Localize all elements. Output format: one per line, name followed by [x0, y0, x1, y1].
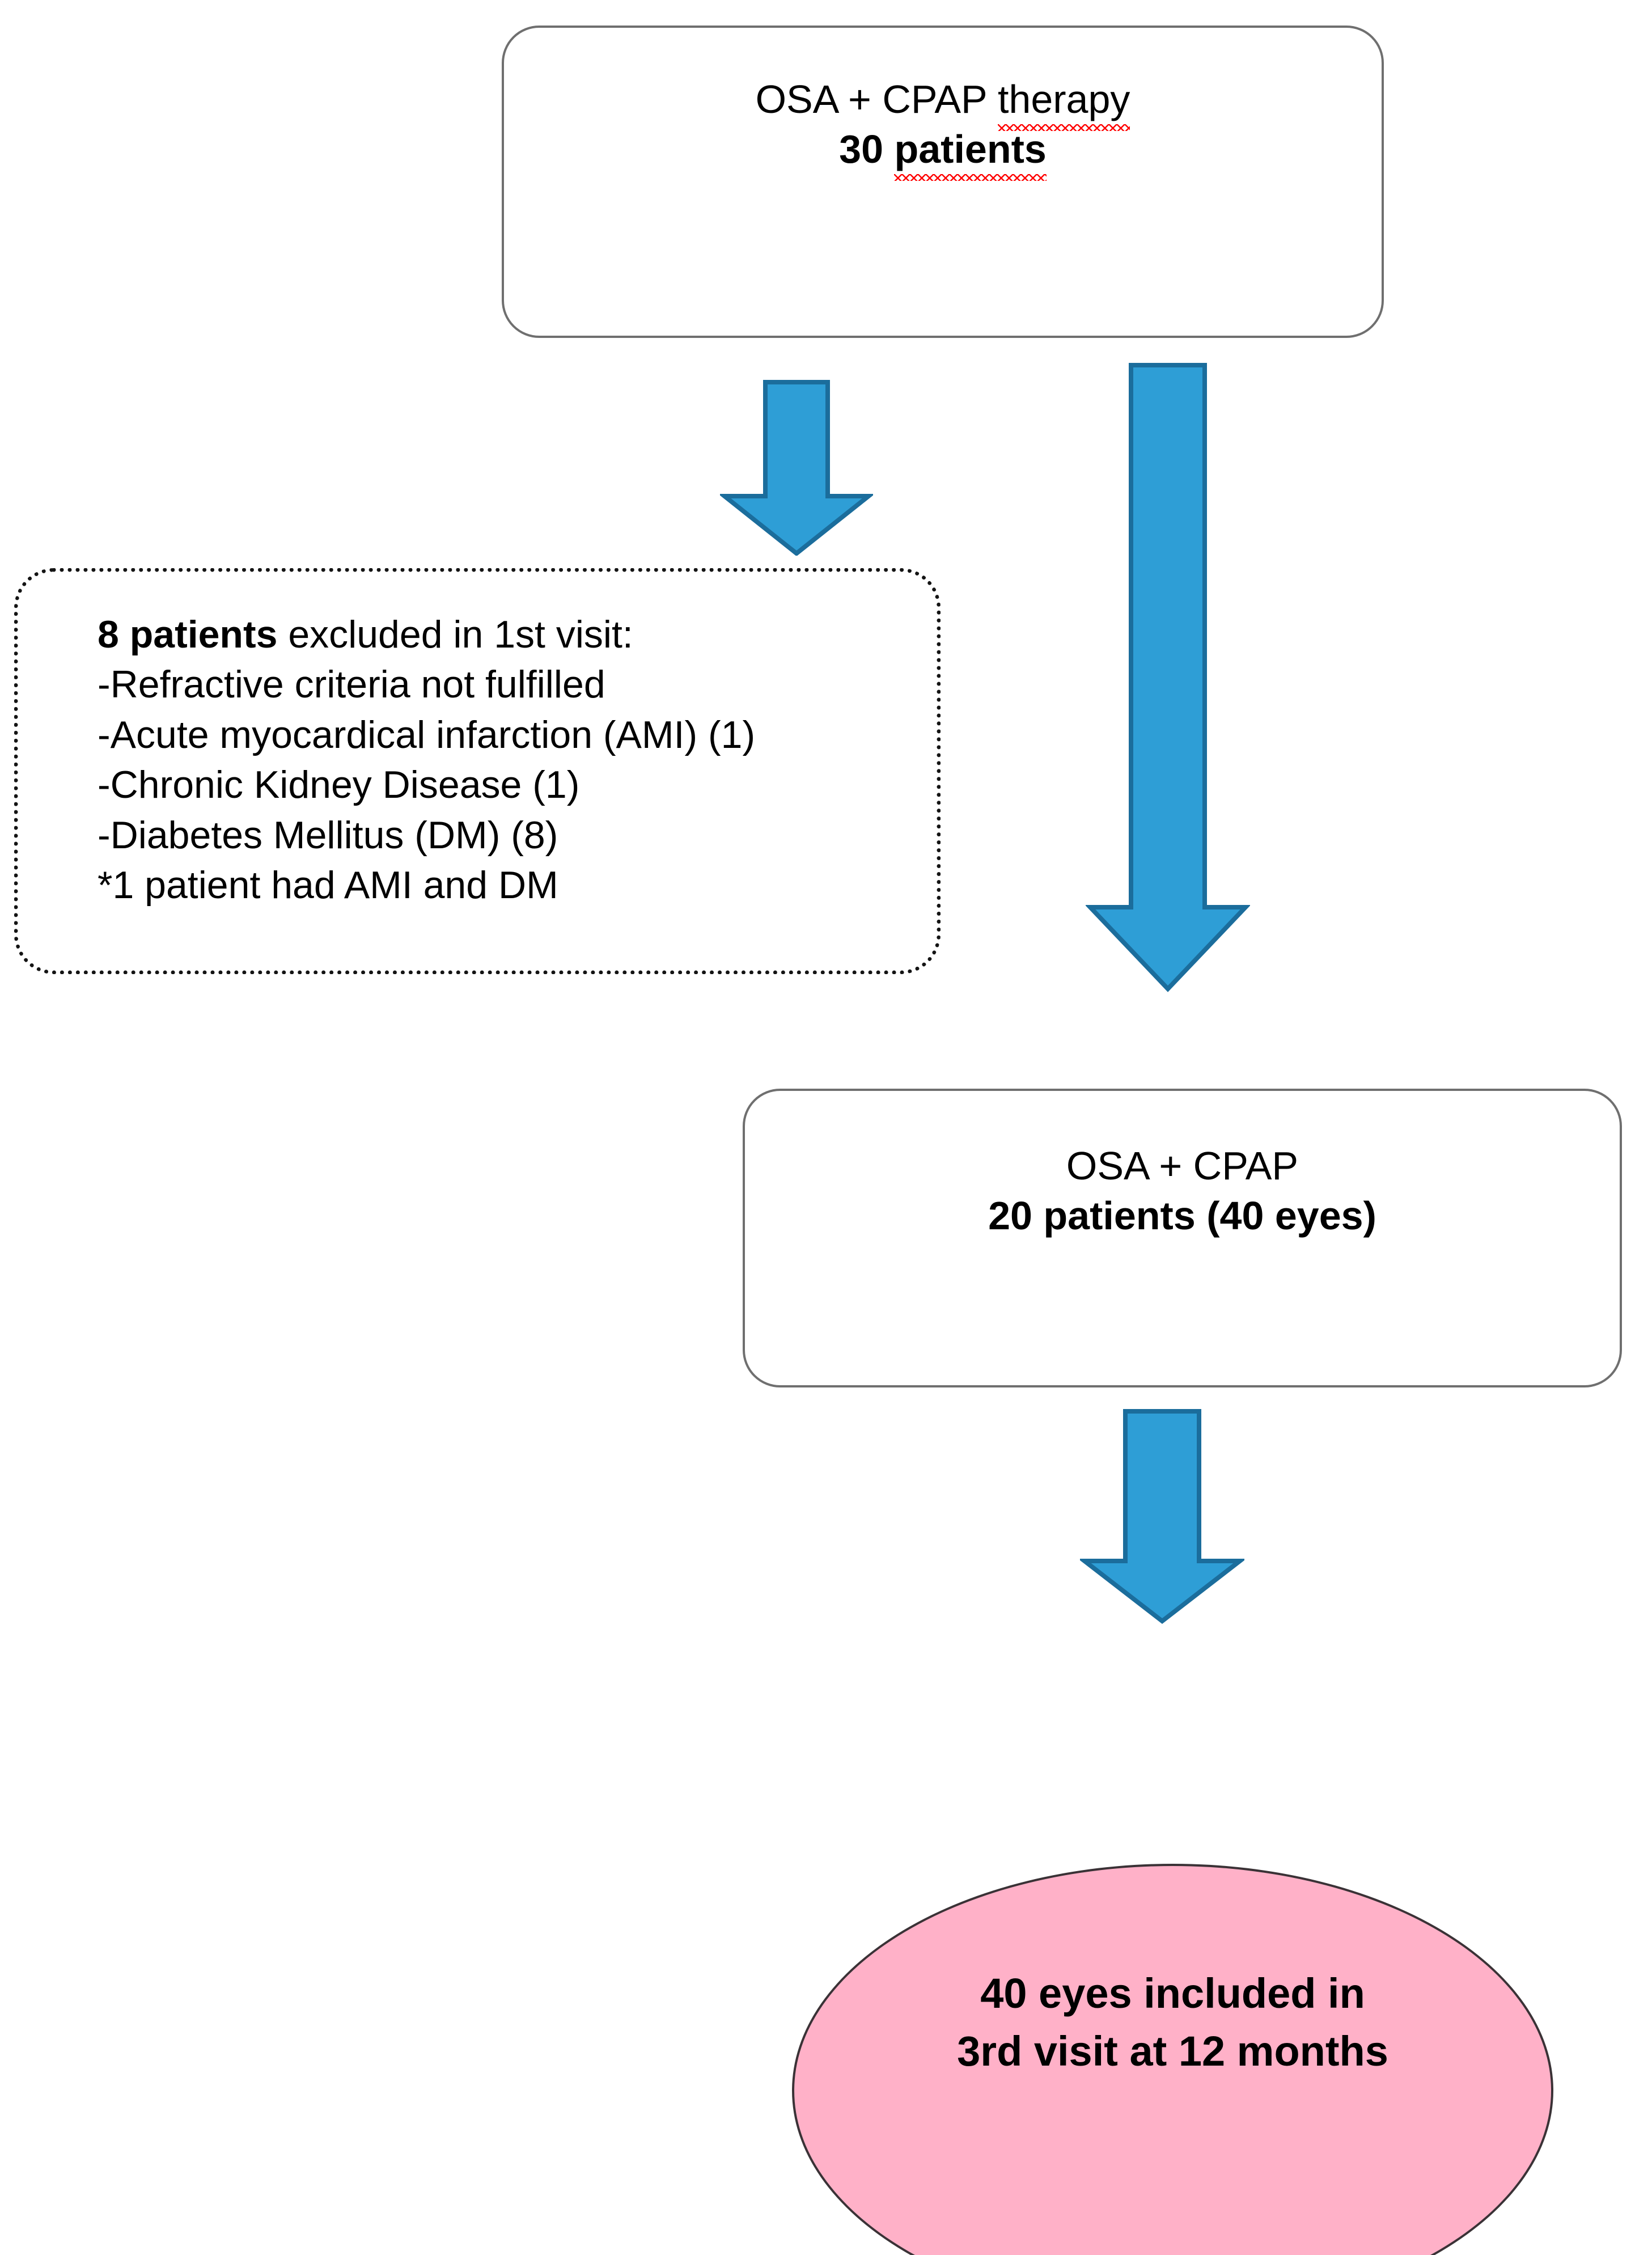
top-box-line-1-plain: OSA + CPAP	[755, 77, 998, 121]
middle-box-line-1: OSA + CPAP	[1066, 1144, 1299, 1188]
final-ellipse-line-1: 40 eyes included in	[980, 1970, 1365, 2017]
top-box-line-2-plain: 30	[839, 127, 895, 171]
excluded-box-item: -Chronic Kidney Disease (1)	[98, 763, 580, 807]
arrow-to-excluded	[720, 380, 873, 556]
spellcheck-underline-patients: patients	[894, 125, 1047, 181]
final-ellipse-line-2: 3rd visit at 12 months	[957, 2028, 1388, 2075]
excluded-box-heading-count: 8 patients	[98, 613, 278, 656]
top-box-line-2: 30 patients	[504, 125, 1382, 181]
excluded-box-item: -Refractive criteria not fulfilled	[98, 663, 605, 706]
node-middle-box: OSA + CPAP 20 patients (40 eyes)	[743, 1089, 1622, 1387]
node-top-box: OSA + CPAP therapy 30 patients	[502, 26, 1384, 338]
excluded-box-list: 8 patients excluded in 1st visit: -Refra…	[98, 610, 914, 910]
node-final-ellipse: 40 eyes included in 3rd visit at 12 mont…	[792, 1864, 1553, 2255]
top-box-line-1: OSA + CPAP therapy	[504, 75, 1382, 132]
excluded-box-item: -Acute myocardical infarction (AMI) (1)	[98, 713, 756, 756]
final-ellipse-text: 40 eyes included in 3rd visit at 12 mont…	[794, 1965, 1551, 2080]
node-excluded-box: 8 patients excluded in 1st visit: -Refra…	[14, 568, 941, 974]
excluded-box-item: -Diabetes Mellitus (DM) (8)	[98, 813, 558, 857]
excluded-box-heading: 8 patients excluded in 1st visit:	[98, 610, 914, 659]
middle-box-line-2: 20 patients (40 eyes)	[988, 1194, 1376, 1238]
spellcheck-underline-therapy: therapy	[997, 75, 1130, 132]
excluded-box-item: *1 patient had AMI and DM	[98, 863, 558, 907]
excluded-box-heading-rest: excluded in 1st visit:	[277, 613, 633, 656]
arrow-to-final-ellipse	[1080, 1409, 1244, 1624]
arrow-to-middle-box	[1086, 363, 1250, 992]
